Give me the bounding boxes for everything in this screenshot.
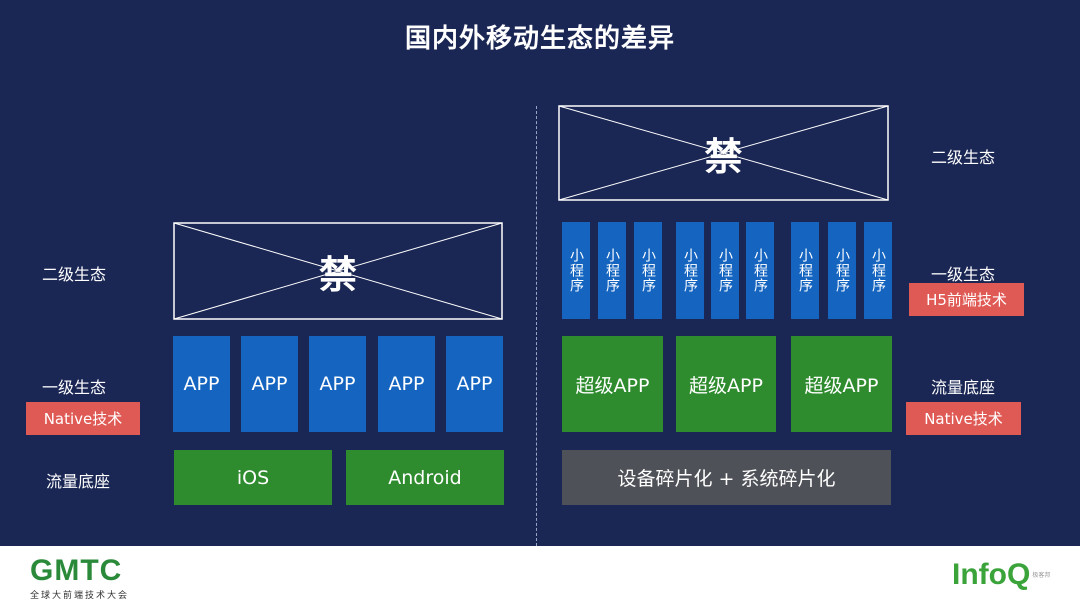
right-forbidden-char: 禁 xyxy=(704,134,743,179)
left-forbidden-box: 禁 xyxy=(173,222,503,320)
left-label-level1: 一级生态 xyxy=(42,378,107,397)
mini-program-3: 小程序 xyxy=(634,222,662,319)
forbidden-cross-icon xyxy=(173,222,503,320)
infoq-logo: InfoQ 极客邦 xyxy=(952,558,1050,592)
mini-program-5: 小程序 xyxy=(711,222,739,319)
mini-program-9: 小程序 xyxy=(864,222,892,319)
mini-program-6: 小程序 xyxy=(746,222,774,319)
slide: 国内外移动生态的差异 二级生态 一级生态 流量底座 禁 Native技术 APP… xyxy=(26,24,1024,546)
right-label-level2: 二级生态 xyxy=(931,148,996,167)
mini-program-2: 小程序 xyxy=(598,222,626,319)
left-app-5: APP xyxy=(446,336,503,432)
super-app-1: 超级APP xyxy=(562,336,663,432)
left-app-2: APP xyxy=(241,336,298,432)
mini-program-1: 小程序 xyxy=(562,222,590,319)
super-app-3: 超级APP xyxy=(791,336,892,432)
super-app-2: 超级APP xyxy=(676,336,776,432)
left-forbidden-char: 禁 xyxy=(318,252,357,297)
center-divider xyxy=(536,106,537,546)
mini-program-7: 小程序 xyxy=(791,222,819,319)
right-label-level1: 一级生态 xyxy=(931,265,996,284)
left-label-base: 流量底座 xyxy=(46,472,111,491)
forbidden-cross-icon xyxy=(558,105,889,201)
gmtc-logo-text: GMTC xyxy=(30,554,123,587)
left-app-1: APP xyxy=(173,336,230,432)
gmtc-logo-subtitle: 全球大前端技术大会 xyxy=(30,591,130,601)
left-app-4: APP xyxy=(378,336,435,432)
gmtc-logo: GMTC 全球大前端技术大会 xyxy=(30,554,130,602)
left-label-level2: 二级生态 xyxy=(42,265,107,284)
mini-program-4: 小程序 xyxy=(676,222,704,319)
mini-program-8: 小程序 xyxy=(828,222,856,319)
left-platform-ios: iOS xyxy=(174,450,332,505)
right-native-tag: Native技术 xyxy=(906,402,1021,435)
left-platform-android: Android xyxy=(346,450,504,505)
right-h5-tag: H5前端技术 xyxy=(909,283,1024,316)
fragmentation-bar: 设备碎片化 + 系统碎片化 xyxy=(562,450,891,505)
left-app-3: APP xyxy=(309,336,366,432)
slide-title: 国内外移动生态的差异 xyxy=(404,24,675,54)
right-forbidden-box: 禁 xyxy=(558,105,889,201)
right-label-base: 流量底座 xyxy=(931,378,996,397)
infoq-logo-text: InfoQ xyxy=(952,558,1031,591)
infoq-logo-tagline: 极客邦 xyxy=(1032,572,1051,579)
left-native-tag: Native技术 xyxy=(26,402,140,435)
footer: GMTC 全球大前端技术大会 InfoQ 极客邦 xyxy=(0,546,1080,606)
